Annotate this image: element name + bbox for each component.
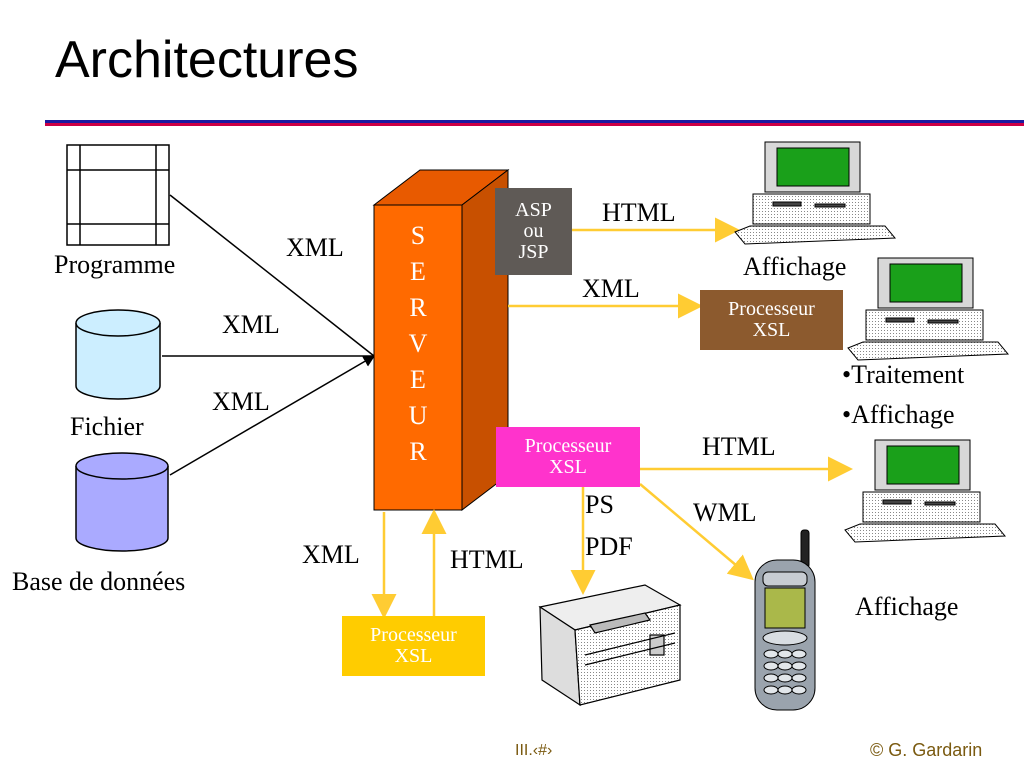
fichier-label: Fichier: [70, 412, 144, 441]
server-letter: U: [408, 401, 428, 430]
computer-icon: [844, 439, 1007, 543]
proc-line: Processeur: [728, 298, 815, 320]
affichage-label: Affichage: [855, 592, 959, 621]
title-rule: [45, 120, 1024, 126]
ps-label: PS: [585, 490, 614, 519]
printer-icon: [538, 584, 682, 707]
proc-line: XSL: [394, 645, 433, 667]
asp-jsp-box: ASP ou JSP: [495, 188, 572, 275]
connector-lines: [162, 194, 376, 476]
server-letter: V: [408, 329, 428, 358]
xsl-processor-server-box: Processeur XSL: [496, 427, 640, 487]
mobile-phone-icon: [754, 529, 816, 711]
asp-line: JSP: [518, 241, 549, 263]
affichage-bullet-label: •Affichage: [842, 400, 955, 429]
xml-link-label: XML: [212, 387, 270, 416]
table-icon: [66, 144, 170, 246]
proc-line: XSL: [752, 319, 791, 341]
affichage-label: Affichage: [743, 252, 847, 281]
pdf-label: PDF: [585, 532, 633, 561]
proc-line: Processeur: [370, 624, 457, 646]
copyright: © G. Gardarin: [870, 740, 983, 760]
server-label: S E R V E U R: [374, 218, 462, 470]
html-label: HTML: [450, 545, 524, 574]
proc-line: XSL: [549, 456, 587, 478]
programme-label: Programme: [54, 250, 176, 279]
server-letter: R: [409, 437, 427, 466]
asp-line: ou: [523, 220, 544, 242]
asp-line: ASP: [515, 199, 552, 221]
xsl-processor-bottom-box: Processeur XSL: [342, 616, 485, 676]
wml-label: WML: [693, 498, 757, 527]
page-title: Architectures: [55, 31, 359, 89]
traitement-label: •Traitement: [842, 360, 965, 389]
server-letter: R: [409, 293, 427, 322]
xml-label: XML: [582, 274, 640, 303]
xml-label: XML: [302, 540, 360, 569]
yellow-arrows: [371, 217, 853, 619]
proc-line: Processeur: [524, 435, 612, 457]
base-label: Base de données: [12, 567, 186, 596]
computer-icon: [847, 257, 1010, 361]
server-letter: E: [410, 365, 426, 394]
xml-link-label: XML: [286, 233, 344, 262]
html-label: HTML: [702, 432, 776, 461]
page-number: III.‹#›: [515, 742, 553, 759]
xsl-processor-client-box: Processeur XSL: [700, 290, 843, 350]
computer-icon: [734, 141, 897, 245]
html-label: HTML: [602, 198, 676, 227]
cylinder-icon: [75, 452, 169, 552]
server-letter: E: [410, 257, 426, 286]
cylinder-icon: [75, 309, 161, 400]
server-letter: S: [410, 221, 426, 250]
xml-link-label: XML: [222, 310, 280, 339]
